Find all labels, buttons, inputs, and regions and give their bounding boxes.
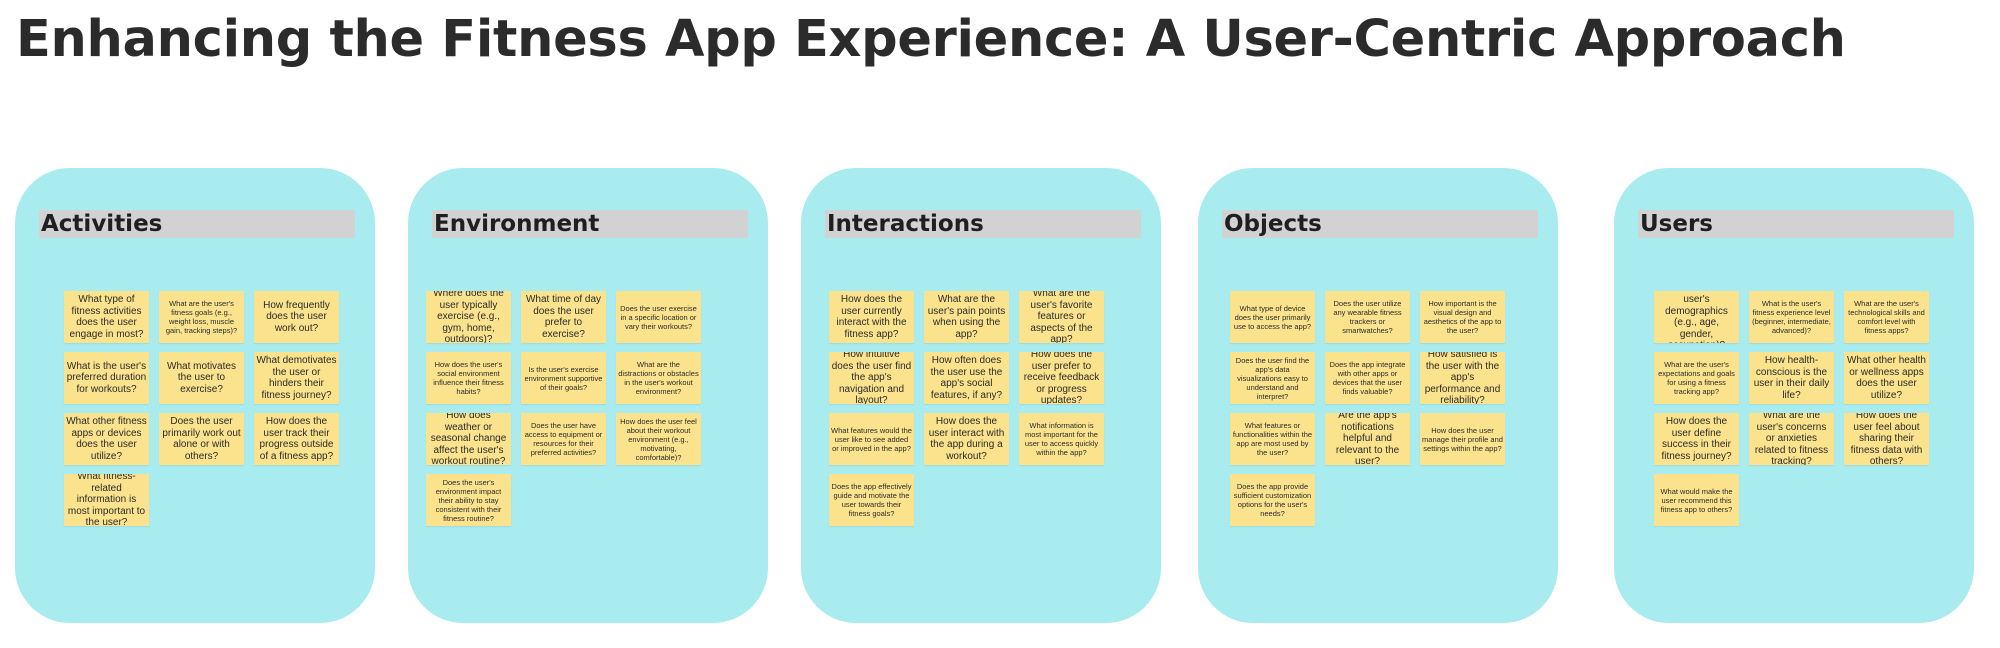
sticky-note[interactable]: Does the user utilize any wearable fitne… xyxy=(1325,291,1410,343)
sticky-note[interactable]: How does the user currently interact wit… xyxy=(829,291,914,343)
board-header: Activities xyxy=(39,210,355,238)
board-title: Interactions xyxy=(827,211,984,237)
sticky-note[interactable]: How satisfied is the user with the app's… xyxy=(1420,352,1505,404)
board-title: Activities xyxy=(41,211,163,237)
sticky-note[interactable]: What type of fitness activities does the… xyxy=(64,291,149,343)
board-header: Interactions xyxy=(825,210,1141,238)
sticky-note[interactable]: What would make the user recommend this … xyxy=(1654,474,1739,526)
board-header: Objects xyxy=(1222,210,1538,238)
sticky-note-grid: What type of fitness activities does the… xyxy=(64,291,339,526)
sticky-note[interactable]: What are the user's expectations and goa… xyxy=(1654,352,1739,404)
sticky-note[interactable]: What are the user's demographics (e.g., … xyxy=(1654,291,1739,343)
board-header: Users xyxy=(1638,210,1954,238)
sticky-note[interactable]: What time of day does the user prefer to… xyxy=(521,291,606,343)
board-environment: Environment Where does the user typicall… xyxy=(408,168,768,623)
sticky-note-grid: What are the user's demographics (e.g., … xyxy=(1654,291,1929,526)
sticky-note[interactable]: How intuitive does the user find the app… xyxy=(829,352,914,404)
sticky-note-grid: Where does the user typically exercise (… xyxy=(426,291,701,526)
sticky-note[interactable]: What are the user's technological skills… xyxy=(1844,291,1929,343)
sticky-note[interactable]: What other fitness apps or devices does … xyxy=(64,413,149,465)
board-interactions: Interactions How does the user currently… xyxy=(801,168,1161,623)
sticky-note[interactable]: How does the user track their progress o… xyxy=(254,413,339,465)
sticky-note[interactable]: What fitness-related information is most… xyxy=(64,474,149,526)
sticky-note[interactable]: Are the app's notifications helpful and … xyxy=(1325,413,1410,465)
sticky-note[interactable]: What are the user's fitness goals (e.g.,… xyxy=(159,291,244,343)
sticky-note[interactable]: What are the user's pain points when usi… xyxy=(924,291,1009,343)
sticky-note[interactable]: How frequently does the user work out? xyxy=(254,291,339,343)
sticky-note[interactable]: Does the app provide sufficient customiz… xyxy=(1230,474,1315,526)
sticky-note[interactable]: How does the user's social environment i… xyxy=(426,352,511,404)
board-header: Environment xyxy=(432,210,748,238)
board-activities: Activities What type of fitness activiti… xyxy=(15,168,375,623)
sticky-note[interactable]: Does the user exercise in a specific loc… xyxy=(616,291,701,343)
sticky-note[interactable]: What motivates the user to exercise? xyxy=(159,352,244,404)
sticky-note[interactable]: How important is the visual design and a… xyxy=(1420,291,1505,343)
sticky-note[interactable]: Where does the user typically exercise (… xyxy=(426,291,511,343)
sticky-note[interactable]: What are the distractions or obstacles i… xyxy=(616,352,701,404)
sticky-note[interactable]: Does the app integrate with other apps o… xyxy=(1325,352,1410,404)
sticky-note[interactable]: Does the user have access to equipment o… xyxy=(521,413,606,465)
sticky-note[interactable]: What type of device does the user primar… xyxy=(1230,291,1315,343)
page-title: Enhancing the Fitness App Experience: A … xyxy=(16,10,1846,69)
sticky-note[interactable]: How health-conscious is the user in thei… xyxy=(1749,352,1834,404)
sticky-note[interactable]: What features would the user like to see… xyxy=(829,413,914,465)
sticky-note[interactable]: How does the user manage their profile a… xyxy=(1420,413,1505,465)
board-objects: Objects What type of device does the use… xyxy=(1198,168,1558,623)
sticky-note[interactable]: What is the user's preferred duration fo… xyxy=(64,352,149,404)
board-title: Objects xyxy=(1224,211,1322,237)
sticky-note[interactable]: Does the user find the app's data visual… xyxy=(1230,352,1315,404)
sticky-note[interactable]: How does the user define success in thei… xyxy=(1654,413,1739,465)
sticky-note[interactable]: Does the app effectively guide and motiv… xyxy=(829,474,914,526)
sticky-note[interactable]: What information is most important for t… xyxy=(1019,413,1104,465)
board-title: Users xyxy=(1640,211,1713,237)
board-title: Environment xyxy=(434,211,600,237)
sticky-note[interactable]: Does the user primarily work out alone o… xyxy=(159,413,244,465)
sticky-note[interactable]: What other health or wellness apps does … xyxy=(1844,352,1929,404)
sticky-note[interactable]: Is the user's exercise environment suppo… xyxy=(521,352,606,404)
sticky-note[interactable]: What features or functionalities within … xyxy=(1230,413,1315,465)
sticky-note[interactable]: How does the user prefer to receive feed… xyxy=(1019,352,1104,404)
sticky-note[interactable]: What demotivates the user or hinders the… xyxy=(254,352,339,404)
sticky-note[interactable]: What are the user's favorite features or… xyxy=(1019,291,1104,343)
sticky-note[interactable]: How does the user feel about sharing the… xyxy=(1844,413,1929,465)
sticky-note-grid: What type of device does the user primar… xyxy=(1230,291,1505,526)
board-users: Users What are the user's demographics (… xyxy=(1614,168,1974,623)
sticky-note[interactable]: What are the user's concerns or anxietie… xyxy=(1749,413,1834,465)
sticky-note[interactable]: What is the user's fitness experience le… xyxy=(1749,291,1834,343)
sticky-note-grid: How does the user currently interact wit… xyxy=(829,291,1104,526)
sticky-note[interactable]: Does the user's environment impact their… xyxy=(426,474,511,526)
sticky-note[interactable]: How often does the user use the app's so… xyxy=(924,352,1009,404)
sticky-note[interactable]: How does the user feel about their worko… xyxy=(616,413,701,465)
sticky-note[interactable]: How does weather or seasonal change affe… xyxy=(426,413,511,465)
sticky-note[interactable]: How does the user interact with the app … xyxy=(924,413,1009,465)
